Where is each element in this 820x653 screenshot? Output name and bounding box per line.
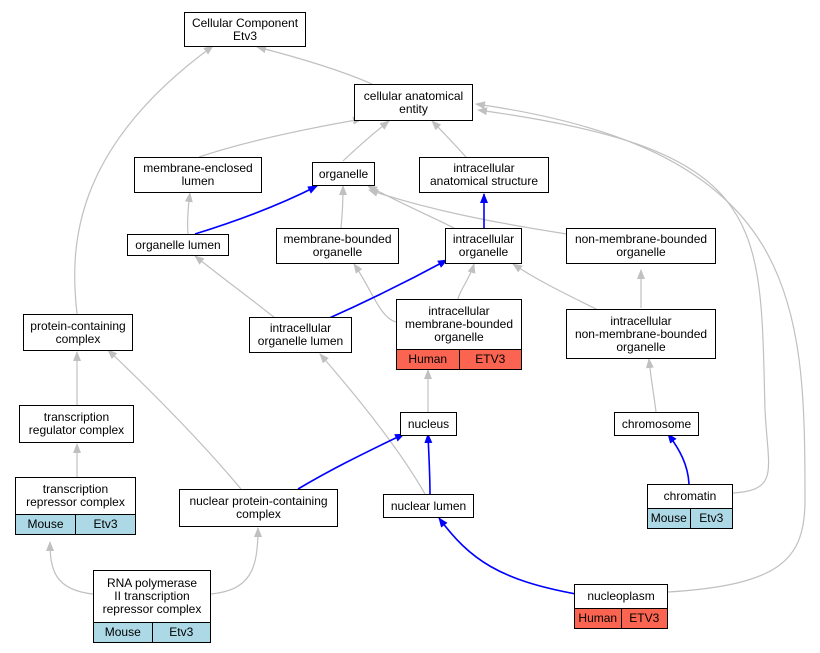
edge-chromosome-to-inmbo: [645, 358, 657, 413]
node-nucleoplasm[interactable]: nucleoplasm Human ETV3: [574, 584, 668, 629]
node-label: membrane-enclosed lumen: [143, 161, 253, 188]
node-label: intracellular non-membrane-bounded organ…: [574, 313, 708, 354]
node-intracellular-membrane-bounded-organelle[interactable]: intracellular membrane-bounded organelle…: [396, 299, 522, 370]
edge-imbo-to-io: [457, 263, 476, 300]
edge-inmbo-to-io: [512, 263, 599, 311]
node-label: nuclear lumen: [390, 498, 467, 513]
node-membrane-bounded-organelle[interactable]: membrane-bounded organelle: [276, 228, 399, 264]
node-intracellular-non-membrane-bounded-organelle[interactable]: intracellular non-membrane-bounded organ…: [566, 309, 716, 359]
species-tag: Mouse: [94, 623, 152, 642]
node-organelle[interactable]: organelle: [312, 162, 375, 186]
edge-npcc-to-pcc: [107, 349, 242, 490]
edge-mbo-to-organelle: [338, 185, 347, 229]
node-nuclear-protein-containing-complex[interactable]: nuclear protein-containing complex: [179, 489, 338, 527]
node-label: intracellular organelle: [452, 232, 515, 259]
gene-tag: Etv3: [689, 509, 732, 528]
edge-nmbo-to-organelle: [368, 189, 568, 235]
node-protein-containing-complex[interactable]: protein-containing complex: [23, 314, 133, 351]
edge-iol-to-io: [324, 259, 448, 321]
edge-nuclearlumen-to-nucleus: [424, 433, 433, 495]
edge-nuclearlumen-to-iol: [319, 353, 426, 495]
node-label: chromosome: [621, 416, 692, 431]
node-label: protein-containing complex: [30, 318, 126, 346]
edge-rna-to-trepc: [46, 541, 94, 595]
edge-iol-to-organellelumen: [194, 255, 276, 319]
gene-tag: Etv3: [75, 515, 135, 534]
annotation-tags: Mouse Etv3: [648, 508, 732, 528]
species-tag: Mouse: [16, 515, 75, 534]
edge-organellelumen-to-melumen: [184, 192, 193, 235]
edge-pcc-to-cc: [74, 45, 214, 315]
node-label: nucleoplasm: [587, 589, 655, 603]
node-nucleus[interactable]: nucleus: [400, 412, 457, 436]
node-nuclear-lumen[interactable]: nuclear lumen: [383, 494, 474, 518]
edge-chromatin-to-chromosome: [667, 433, 690, 485]
node-label: transcription repressor complex: [26, 482, 125, 509]
node-label: membrane-bounded organelle: [283, 232, 392, 259]
node-chromatin[interactable]: chromatin Mouse Etv3: [647, 484, 733, 529]
node-rna-polymerase-ii-repressor-complex[interactable]: RNA polymerase II transcription represso…: [93, 570, 211, 643]
annotation-tags: Mouse Etv3: [94, 622, 210, 642]
edge-nucleoplasm-to-nuclearlumen: [438, 517, 577, 595]
node-label: organelle: [318, 166, 369, 181]
node-cellular-component-etv3[interactable]: Cellular Component Etv3: [184, 12, 306, 47]
node-label: cellular anatomical entity: [363, 88, 464, 116]
annotation-tags: Human ETV3: [397, 349, 521, 369]
node-label: intracellular organelle lumen: [257, 321, 344, 348]
edge-nucleoplasm-to-entity: [475, 101, 806, 593]
gene-tag: Etv3: [151, 623, 210, 642]
node-membrane-enclosed-lumen[interactable]: membrane-enclosed lumen: [134, 157, 262, 193]
species-tag: Human: [397, 350, 459, 369]
gene-tag: ETV3: [620, 609, 667, 628]
node-label: organelle lumen: [135, 237, 221, 252]
edge-entity-to-cc: [256, 45, 373, 85]
node-organelle-lumen[interactable]: organelle lumen: [127, 234, 229, 256]
node-intracellular-organelle-lumen[interactable]: intracellular organelle lumen: [249, 317, 352, 353]
edge-rna-to-npcc: [210, 527, 262, 595]
node-label: transcription regulator complex: [28, 410, 125, 437]
species-tag: Mouse: [648, 509, 690, 528]
node-non-membrane-bounded-organelle[interactable]: non-membrane-bounded organelle: [566, 228, 716, 264]
edge-melumen-to-entity: [198, 116, 363, 158]
edge-organelle-to-entity: [342, 120, 390, 162]
edge-ias-to-entity: [431, 120, 467, 158]
annotation-tags: Human ETV3: [575, 608, 667, 628]
species-tag: Human: [575, 609, 621, 628]
edge-imbo-to-mbo: [353, 263, 397, 323]
node-intracellular-anatomical-structure[interactable]: intracellular anatomical structure: [419, 157, 549, 193]
node-label: nuclear protein-containing complex: [189, 494, 328, 521]
edge-npcc-to-nucleus: [297, 433, 405, 490]
node-label: intracellular anatomical structure: [429, 161, 539, 188]
node-transcription-repressor-complex[interactable]: transcription repressor complex Mouse Et…: [15, 477, 136, 535]
node-transcription-regulator-complex[interactable]: transcription regulator complex: [19, 405, 134, 443]
node-cellular-anatomical-entity[interactable]: cellular anatomical entity: [354, 84, 473, 121]
node-label: Cellular Component Etv3: [191, 15, 299, 43]
node-label: non-membrane-bounded organelle: [574, 232, 708, 259]
edge-organellelumen-to-organelle: [194, 185, 318, 235]
gene-tag: ETV3: [458, 350, 521, 369]
node-label: RNA polymerase II transcription represso…: [102, 576, 202, 616]
node-label: chromatin: [663, 489, 717, 503]
node-intracellular-organelle[interactable]: intracellular organelle: [445, 228, 522, 264]
node-chromosome[interactable]: chromosome: [614, 412, 699, 436]
node-label: nucleus: [407, 416, 450, 431]
node-label: intracellular membrane-bounded organelle: [404, 304, 514, 344]
annotation-tags: Mouse Etv3: [16, 514, 135, 534]
